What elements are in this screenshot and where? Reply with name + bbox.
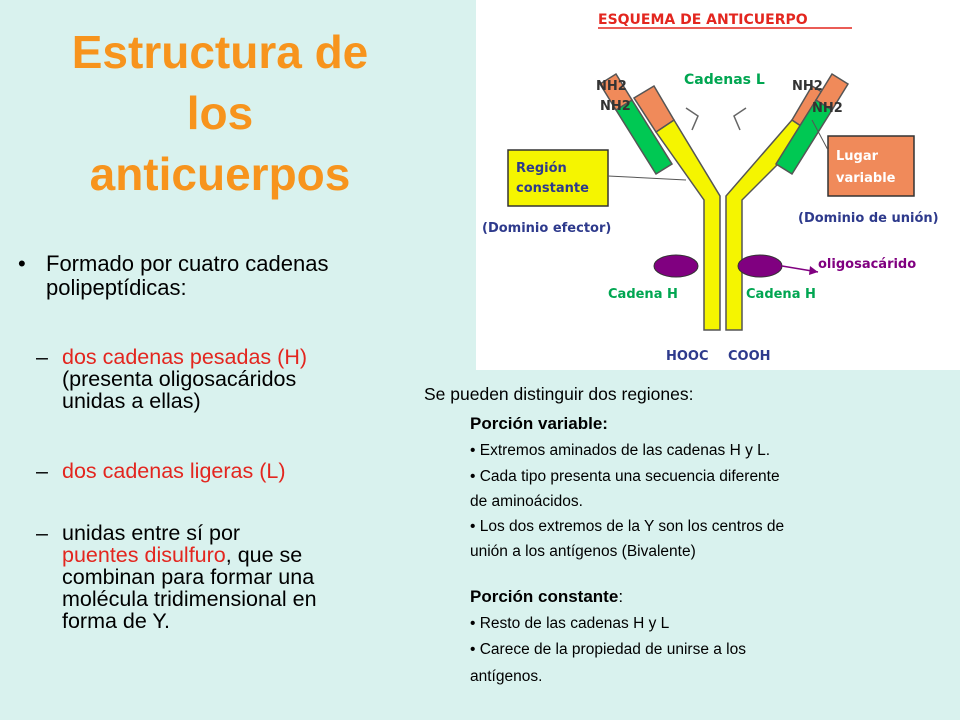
- region-constante-pointer: [607, 175, 687, 181]
- oligosacarido-left: [653, 254, 699, 278]
- nh2-right-2: NH2: [812, 101, 843, 116]
- variable-heading: Porción variable:: [470, 414, 608, 433]
- bond-text-4: molécula tridimensional en: [62, 587, 317, 611]
- bond-text-3: combinan para formar una: [62, 565, 315, 589]
- bond-text-5: forma de Y.: [62, 609, 170, 633]
- dash: –: [36, 521, 48, 545]
- region-constante-2: constante: [516, 181, 589, 196]
- title-line-2: los: [186, 87, 254, 139]
- dash: –: [36, 459, 48, 483]
- oligosacarido-arrowhead: [809, 266, 818, 275]
- bond-text-red: puentes disulfuro: [62, 543, 226, 567]
- variable-line-1: • Extremos aminados de las cadenas H y L…: [470, 442, 771, 459]
- heavy-variable-left: [632, 84, 676, 134]
- constant-heading: Porción constante:: [470, 587, 623, 607]
- constant-line-3: antígenos.: [470, 668, 543, 685]
- subbullet-bond: – unidas entre sí por puentes disulfuro,…: [36, 521, 422, 633]
- light-text: dos cadenas ligeras (L): [62, 459, 286, 483]
- bullet-dot: •: [18, 251, 26, 276]
- variable-line-4: • Los dos extremos de la Y son los centr…: [470, 518, 785, 535]
- constant-line-1: • Resto de las cadenas H y L: [470, 615, 670, 632]
- bond-text-1: unidas entre sí por: [62, 521, 241, 545]
- cadenas-l-arrow-right: [733, 107, 747, 131]
- variable-line-5: unión a los antígenos (Bivalente): [470, 543, 696, 560]
- oligosacarido-label: oligosacárido: [818, 257, 916, 272]
- cadenas-l-arrow-left: [685, 107, 699, 131]
- region-constante-box: [507, 149, 609, 207]
- heavy-text-3: unidas a ellas): [62, 389, 201, 413]
- cooh-label: COOH: [728, 349, 771, 364]
- light-variable-left: [598, 72, 634, 112]
- heavy-text-1: dos cadenas pesadas (H): [62, 345, 308, 369]
- regions-intro: Se pueden distinguir dos regiones:: [424, 384, 694, 404]
- constant-line-2: • Carece de la propiedad de unirse a los: [470, 641, 746, 658]
- variable-line-3: de aminoácidos.: [470, 493, 583, 510]
- variable-line-2: • Cada tipo presenta una secuencia difer…: [470, 468, 780, 485]
- title-line-1: Estructura de: [71, 26, 369, 78]
- lugar-variable-1: Lugar: [836, 149, 879, 164]
- cadena-h-right: Cadena H: [746, 287, 816, 302]
- cadenas-l-label: Cadenas L: [684, 72, 765, 88]
- lugar-variable-2: variable: [836, 171, 896, 186]
- main-bullet-text: Formado por cuatro cadenas polipeptídica…: [46, 251, 329, 300]
- subbullet-heavy: – dos cadenas pesadas (H) (presenta olig…: [36, 345, 422, 413]
- hooc-label: HOOC: [666, 349, 709, 364]
- dominio-efector: (Dominio efector): [482, 221, 611, 236]
- region-constante-1: Región: [516, 161, 567, 176]
- antibody-svg: ESQUEMA DE ANTICUERPO NH2 NH2 NH2 NH2 Ca…: [482, 12, 939, 364]
- constant-heading-colon: :: [618, 587, 624, 606]
- heavy-text-2: (presenta oligosacáridos: [62, 367, 297, 391]
- diagram-title: ESQUEMA DE ANTICUERPO: [598, 12, 808, 28]
- antibody-diagram: ESQUEMA DE ANTICUERPO NH2 NH2 NH2 NH2 Ca…: [476, 0, 960, 370]
- nh2-left-1: NH2: [596, 79, 627, 94]
- oligosacarido-right: [737, 254, 783, 278]
- nh2-right-1: NH2: [792, 79, 823, 94]
- light-variable-right: [814, 72, 850, 112]
- lugar-variable-pointer: [811, 119, 829, 151]
- lugar-variable-box: [827, 135, 915, 197]
- title-line-3: anticuerpos: [89, 148, 351, 200]
- bullet-list: • Formado por cuatro cadenas polipeptídi…: [0, 0, 430, 720]
- dominio-union: (Dominio de unión): [798, 211, 939, 226]
- cadena-h-left: Cadena H: [608, 287, 678, 302]
- page-title: Estructura de los anticuerpos: [20, 22, 420, 205]
- dash: –: [36, 345, 48, 369]
- subbullet-light: – dos cadenas ligeras (L): [36, 459, 422, 483]
- constant-heading-text: Porción constante: [470, 587, 619, 606]
- bond-text-2: , que se: [225, 543, 303, 567]
- nh2-left-2: NH2: [600, 99, 631, 114]
